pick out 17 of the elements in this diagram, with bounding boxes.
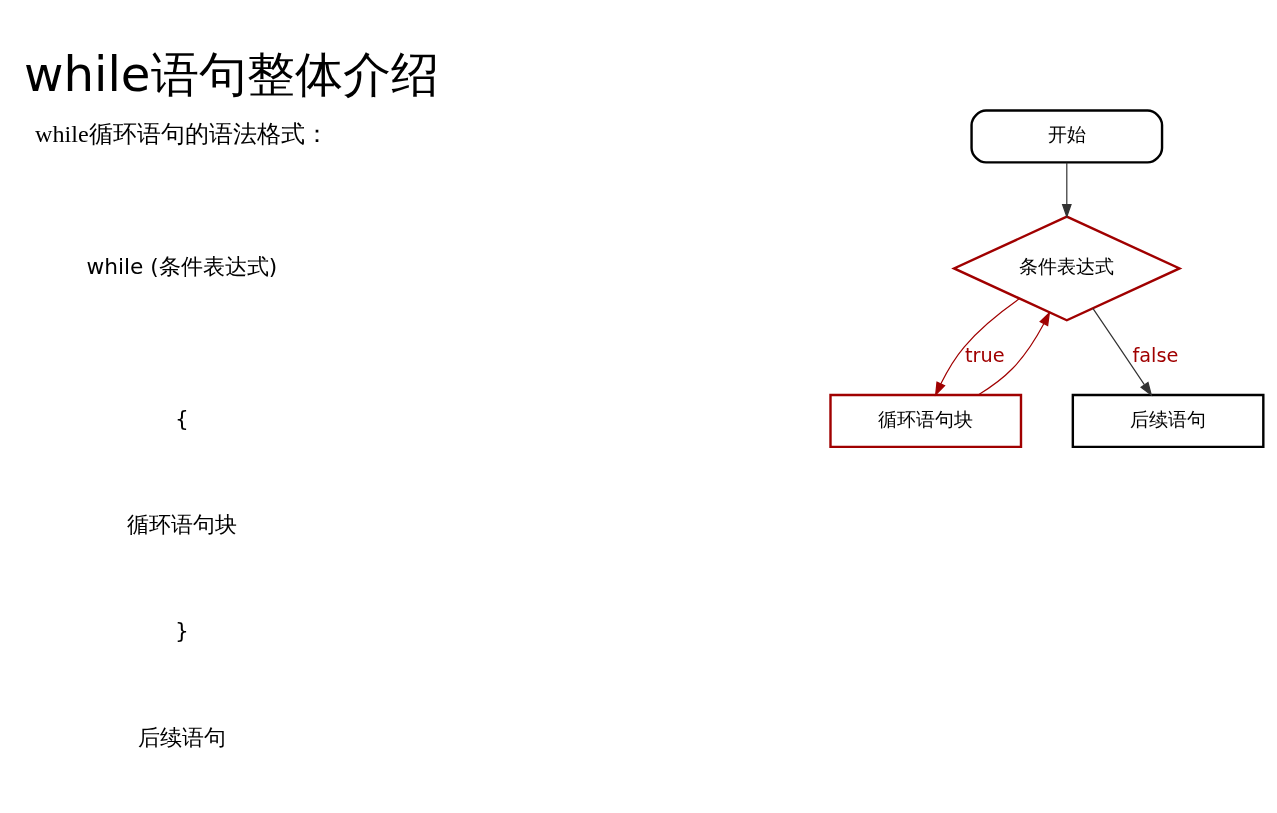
arrow [1061,162,1072,219]
label: } [174,618,189,644]
node-diamond: 条件表达式 [951,215,1183,322]
node-box: 后续语句 [1071,393,1265,449]
arrow [1092,307,1153,397]
label: 循环语句块 [126,512,237,538]
arrow [977,311,1051,396]
label: { [174,406,189,432]
edge-label: false [1132,344,1179,368]
label: while (条件表达式) [86,253,278,279]
node-box: 开始 [970,109,1164,164]
arrow [934,298,1020,397]
diagram-title: while语句整体介绍 [24,46,439,103]
edge-label: true [965,344,1005,368]
label: while循环语句的语法格式： [35,121,329,148]
node-box: 循环语句块 [829,393,1023,449]
label: 后续语句 [137,724,226,750]
